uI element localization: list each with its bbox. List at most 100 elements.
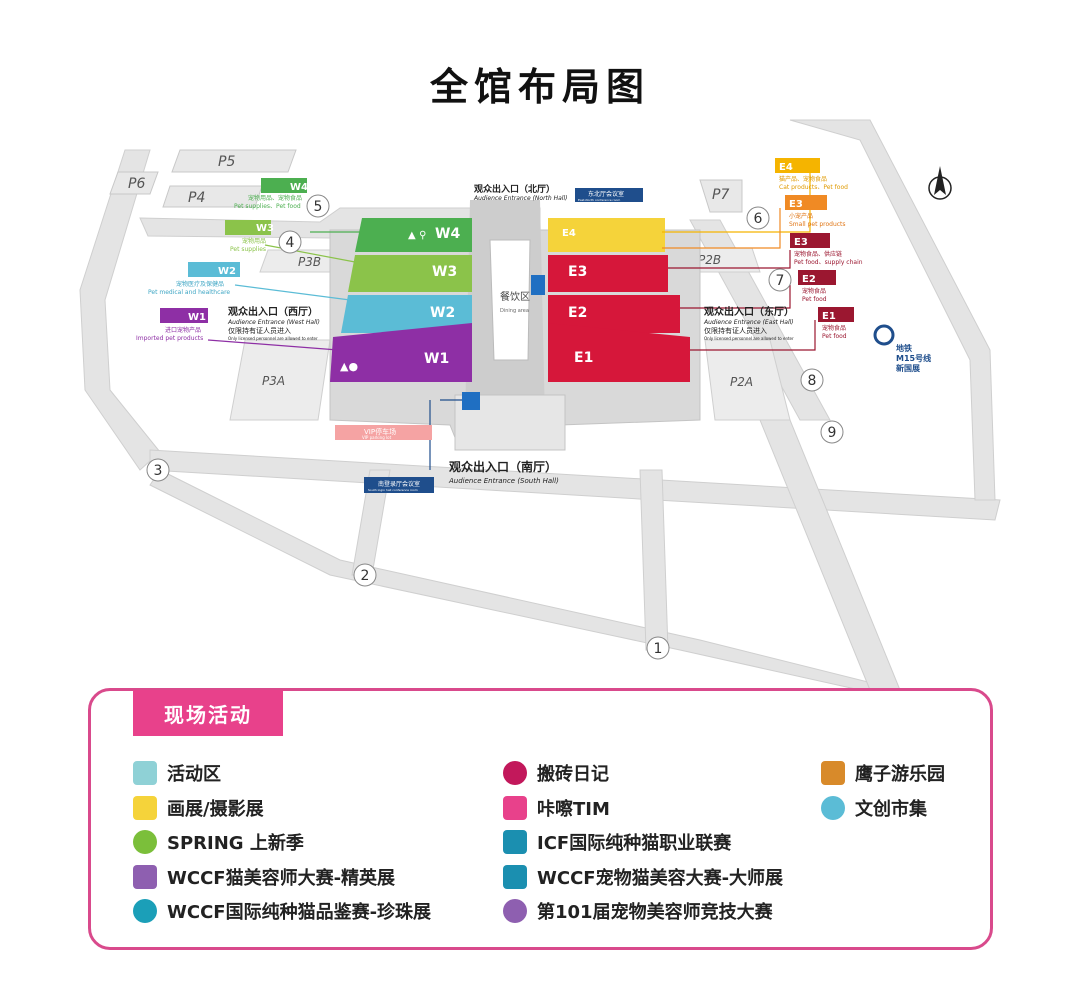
hall-e1[interactable] [548, 323, 690, 382]
groomer-bottle-icon [133, 864, 157, 889]
trophy-icon [503, 830, 527, 855]
east-callouts: E4 猫产品、宠物食品 Cat products、Pet food E3 小宠产… [775, 158, 863, 340]
legend-item: WCCF猫美容师大赛-精英展 [133, 860, 431, 895]
metro-marker[interactable]: 地铁 M15号线 新国展 [873, 324, 931, 373]
legend-item-label: 鹰子游乐园 [855, 764, 945, 786]
legend-item-label: 文创市集 [855, 798, 927, 820]
north-meeting-room-en: East-North conference room [578, 198, 620, 202]
north-entrance-label[interactable]: 观众出入口（北厅） [474, 183, 555, 195]
metro-line-2: M15号线 [896, 353, 931, 363]
e3a-tag-box [785, 195, 827, 210]
e3b-cn: 宠物食品、供应链 [794, 250, 842, 258]
vip-parking-label[interactable]: VIP停车场 [364, 427, 396, 436]
w1-cn: 进口宠物产品 [165, 326, 201, 334]
gate-6[interactable]: 6 [746, 206, 770, 230]
gate-markers: 1 2 3 4 5 6 7 8 9 [146, 194, 844, 660]
dryer-icon [503, 864, 527, 889]
north-meeting-room[interactable]: 东北厅会议室 [588, 190, 624, 198]
legend-item: SPRING 上新季 [133, 825, 431, 860]
hall-e3[interactable] [548, 255, 668, 292]
hall-w3-label: W3 [432, 264, 457, 280]
road-east-diag [759, 419, 901, 690]
gate-7[interactable]: 7 [768, 268, 792, 292]
north-door-marker [531, 275, 545, 295]
parking-p4 [162, 185, 263, 208]
w4-cn: 宠物用品、宠物食品 [248, 194, 302, 202]
parking-p5 [171, 149, 297, 173]
dining-area-label: 餐饮区 [500, 290, 530, 303]
south-door-marker [462, 392, 480, 410]
parking-p6 [109, 171, 159, 195]
e1-en: Pet food [822, 333, 847, 340]
road-outer-west [79, 149, 161, 471]
painting-exhibition-icon [133, 795, 157, 820]
hall-e4-label: E4 [562, 228, 576, 239]
legend-item: 咔嚓TIM [503, 791, 783, 826]
hall-w4[interactable] [355, 218, 472, 252]
east-entrance-note-en: Only licensed personnel are allowed to e… [704, 336, 794, 341]
parking-p2a-label: P2A [730, 375, 753, 389]
legend-item-label: 第101届宠物美容师竞技大赛 [537, 902, 773, 924]
hall-e4[interactable] [548, 218, 665, 252]
gate-5[interactable]: 5 [306, 194, 330, 218]
gate-2[interactable]: 2 [353, 563, 377, 587]
west-entrance-label[interactable]: 观众出入口（西厅） [228, 305, 318, 318]
gate-3-label: 3 [154, 463, 163, 479]
e4-tag: E4 [779, 162, 793, 173]
legend-item-label: WCCF猫美容师大赛-精英展 [167, 867, 396, 889]
e2-tag-box [798, 270, 836, 285]
w1-tag-box [160, 308, 208, 323]
hall-w1[interactable] [330, 323, 472, 382]
w4-tag: W4 [290, 182, 308, 193]
legend-item-label: WCCF宠物猫美容大赛-大师展 [537, 867, 784, 889]
vip-parking-en: VIP parking lot [362, 435, 392, 440]
gate-9-label: 9 [828, 425, 837, 441]
parking-p2b-label: P2B [698, 253, 721, 267]
south-entrance-en: Audience Entrance (South Hall) [448, 477, 559, 485]
legend-item: 搬砖日记 [503, 756, 783, 791]
south-entrance-label[interactable]: 观众出入口（南厅） [449, 459, 557, 474]
w2-cn: 宠物医疗及保健品 [176, 280, 224, 288]
hall-e1-label: E1 [574, 350, 593, 366]
legend-item-label: SPRING 上新季 [167, 833, 304, 855]
legend-column-3: 鹰子游乐园文创市集 [821, 756, 945, 825]
north-entrance-en: Audience Entrance (North Hall) [473, 195, 567, 202]
north-meeting-room-box [575, 188, 643, 202]
gate-3[interactable]: 3 [146, 458, 170, 482]
e2-en: Pet food [802, 296, 827, 303]
south-meeting-room-box [364, 477, 434, 493]
west-halls: W4 ▲ ⚲ W3 W2 W1 ▲● [330, 218, 472, 382]
gate-9[interactable]: 9 [820, 420, 844, 444]
hall-w3[interactable] [348, 255, 472, 292]
hall-e2[interactable] [548, 295, 680, 333]
gate-4[interactable]: 4 [278, 230, 302, 254]
w4-activity-icon: ▲ ⚲ [408, 230, 427, 241]
check-badge-icon [133, 899, 157, 924]
legend-title: 现场活动 [133, 690, 283, 736]
gate-5-label: 5 [314, 199, 323, 215]
hall-e2-label: E2 [568, 305, 587, 321]
west-entrance-en: Audience Entrance (West Hall) [227, 319, 320, 326]
hall-w2[interactable] [341, 295, 472, 333]
e3a-tag: E3 [789, 199, 803, 210]
dining-area-en: Dining area [500, 308, 529, 314]
e4-en: Cat products、Pet food [779, 184, 848, 191]
parking-p7-label: P7 [712, 187, 729, 203]
e1-tag-box [818, 307, 854, 322]
east-entrance-label[interactable]: 观众出入口（东厅） [704, 305, 794, 318]
parking-p3a [229, 339, 331, 421]
gate-8[interactable]: 8 [800, 368, 824, 392]
ferris-wheel-icon [821, 761, 845, 786]
w1-activity-icon: ▲● [340, 360, 358, 373]
parking-p6-label: P6 [128, 176, 145, 192]
cat-bowl-icon [503, 899, 527, 924]
e4-cn: 猫产品、宠物食品 [779, 175, 827, 183]
gate-1[interactable]: 1 [646, 636, 670, 660]
parking-p3a-label: P3A [262, 374, 285, 388]
east-entrance-note: 仅限持有证人员进入 [704, 326, 767, 335]
south-meeting-room[interactable]: 南登录厅会议室 [378, 480, 420, 488]
gate-8-label: 8 [808, 373, 817, 389]
legend-item-label: 咔嚓TIM [537, 798, 610, 820]
